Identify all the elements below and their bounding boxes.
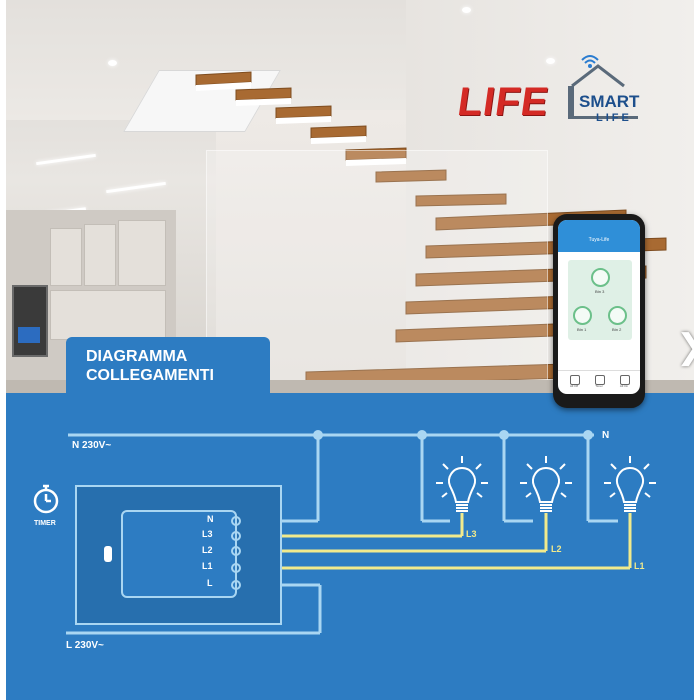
power-button[interactable]	[608, 306, 627, 325]
smart-life-word: LIFE	[596, 112, 632, 124]
lamp-l2-label: L2	[551, 544, 562, 554]
terminal-l: L	[207, 578, 213, 588]
nav-label: All On	[619, 384, 629, 388]
app-panel: Btn 3 Btn 1 Btn 2	[568, 260, 632, 340]
app-header: Tuya-Life	[558, 220, 640, 252]
neutral-node-label: N	[602, 430, 610, 441]
smart-switch-module	[121, 510, 237, 598]
bulb-icon	[436, 456, 488, 512]
chevron-right-icon[interactable]: ❯	[676, 330, 694, 364]
terminal-l1: L1	[202, 561, 213, 571]
phone-screen: Tuya-Life Btn 3 Btn 1 Btn 2 All Off Time…	[558, 220, 640, 394]
live-supply-label: L 230V~	[66, 640, 104, 651]
nav-label: All Off	[569, 384, 579, 388]
power-button-label: Btn 2	[612, 327, 622, 332]
wiring-diagram: N 230V~ L 230V~ N TIMER N L3 L2 L1 L L3 …	[6, 393, 694, 700]
power-button[interactable]	[573, 306, 592, 325]
terminal-l2: L2	[202, 545, 213, 555]
bulb-icon	[520, 456, 572, 512]
all-off-icon[interactable]	[570, 375, 580, 385]
smart-word: SMART	[579, 92, 640, 111]
section-title-card: DIAGRAMMA COLLEGAMENTI	[66, 337, 270, 400]
power-button-label: Btn 3	[595, 289, 605, 294]
all-on-icon[interactable]	[620, 375, 630, 385]
lamp-l1-label: L1	[634, 561, 645, 571]
life-logo: LIFE	[454, 80, 552, 124]
terminal-block	[231, 516, 241, 590]
timer-icon[interactable]	[595, 375, 605, 385]
section-title: DIAGRAMMA COLLEGAMENTI	[86, 348, 214, 384]
product-image: LIFE SMART LIFE ❯ DIAGRAMMA COLLEGAMENTI	[6, 0, 694, 700]
ceiling-spot	[462, 7, 471, 13]
smartphone: Tuya-Life Btn 3 Btn 1 Btn 2 All Off Time…	[553, 214, 645, 408]
switch-led	[104, 546, 112, 562]
ceiling-spot	[546, 58, 555, 64]
wifi-icon	[568, 55, 638, 119]
neutral-supply-label: N 230V~	[72, 440, 112, 451]
wiring-diagram-svg	[33, 430, 656, 635]
timer-label: TIMER	[34, 520, 56, 527]
terminal-l3: L3	[202, 529, 213, 539]
oven	[12, 285, 48, 357]
lamp-l3-label: L3	[466, 529, 477, 539]
nav-label: Timer	[595, 384, 603, 388]
ceiling-spot	[108, 60, 117, 66]
power-button-label: Btn 1	[577, 327, 587, 332]
terminal-n: N	[207, 514, 214, 524]
interior-photo: LIFE SMART LIFE ❯ DIAGRAMMA COLLEGAMENTI	[6, 0, 694, 400]
power-button[interactable]	[591, 268, 610, 287]
smart-life-logo: SMART LIFE	[560, 50, 640, 130]
app-nav: All Off Timer All On	[558, 370, 640, 391]
bulb-icon	[604, 456, 656, 512]
stopwatch-icon	[33, 484, 59, 514]
app-title: Tuya-Life	[588, 237, 610, 243]
